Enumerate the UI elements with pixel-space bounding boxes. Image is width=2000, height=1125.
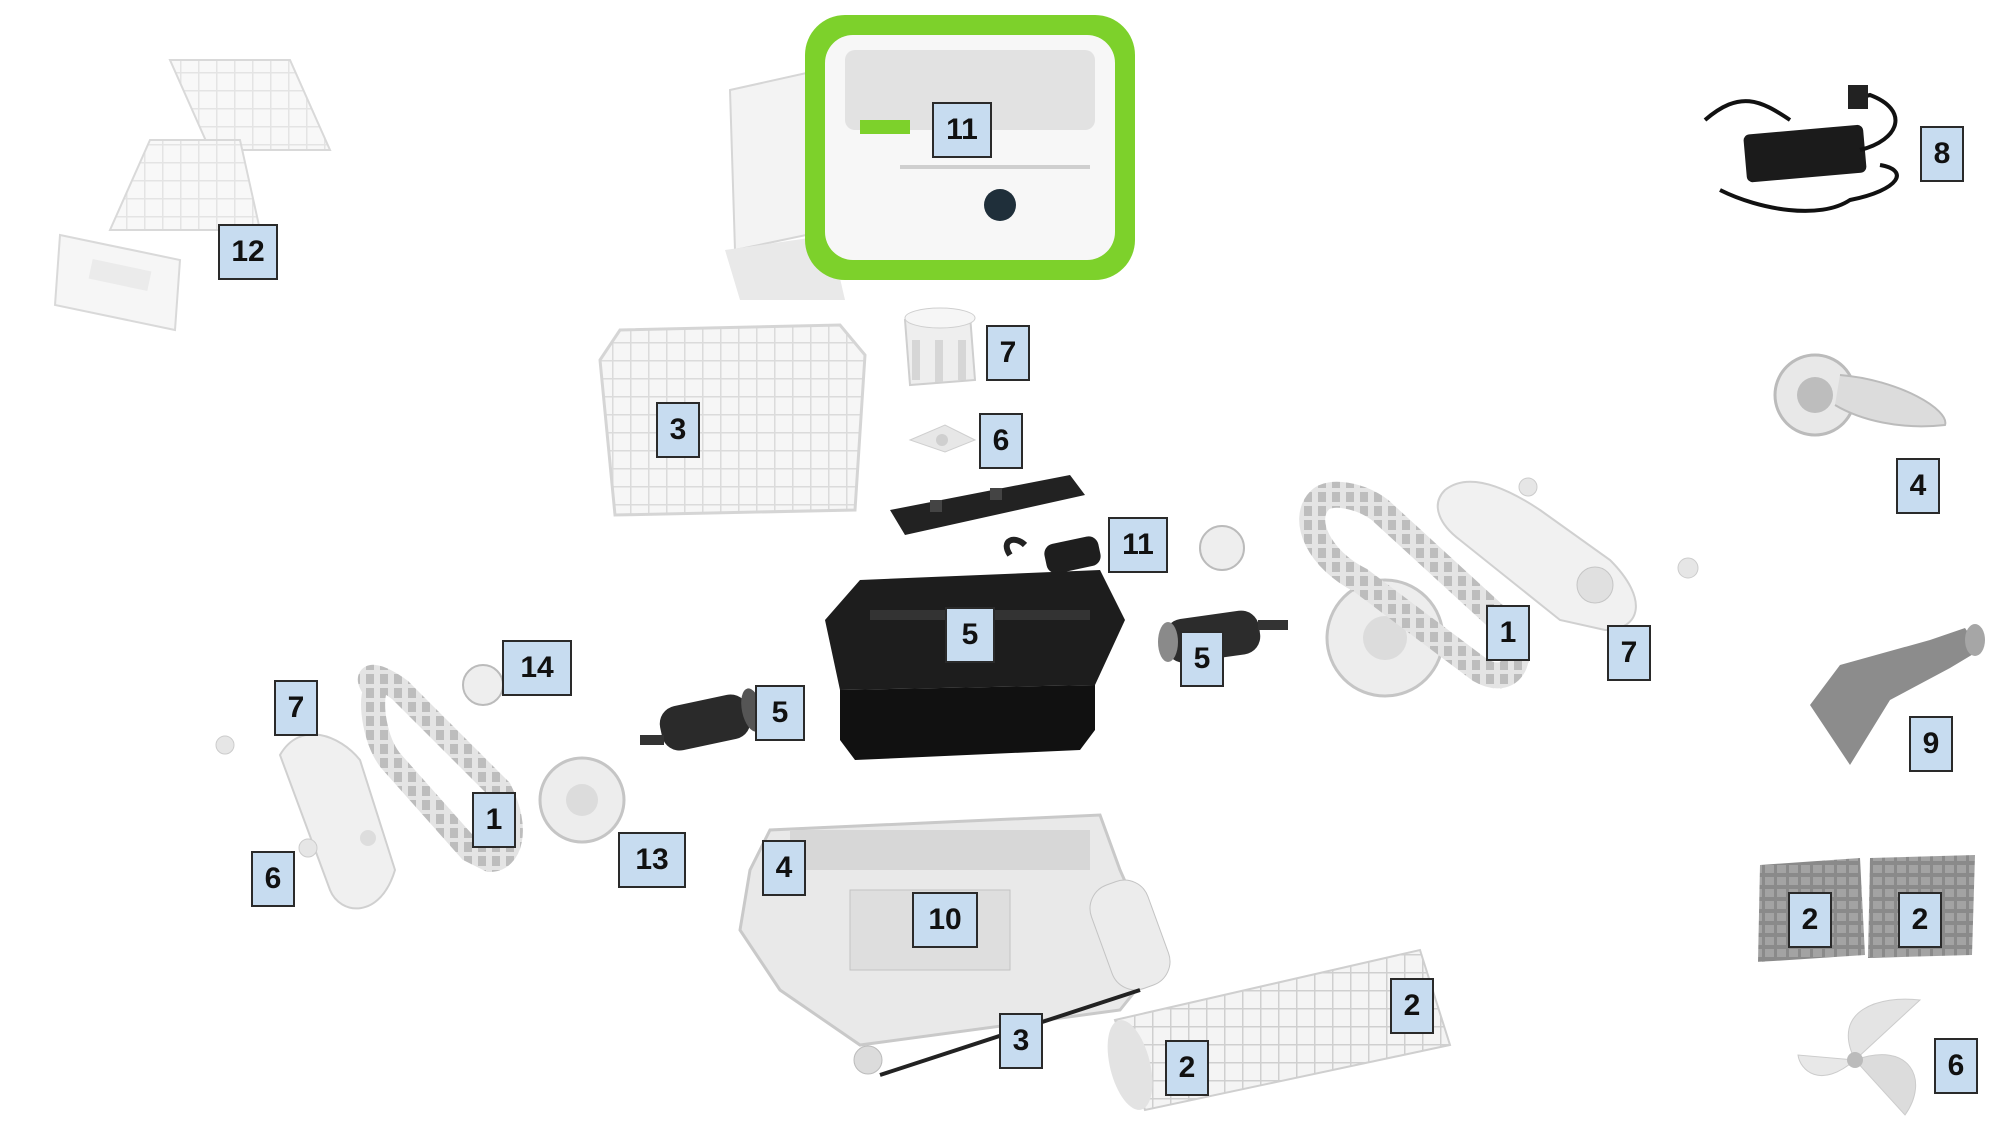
callout-filter-set: 12 <box>218 224 278 280</box>
cable-part <box>1003 536 1101 574</box>
callout-left-side-cover: 7 <box>274 680 318 736</box>
control-board-part <box>890 475 1085 535</box>
callout-swivel: 4 <box>1896 458 1940 514</box>
callout-right-side-cover: 7 <box>1607 625 1651 681</box>
right-drive-assembly <box>1199 477 1699 698</box>
callout-small-wheel: 14 <box>502 640 572 696</box>
docking-station-part <box>725 15 1135 300</box>
propeller-part <box>1797 998 1922 1116</box>
motor-box-part <box>825 570 1125 760</box>
impeller-cup-part <box>903 307 977 387</box>
callout-docking-station: 11 <box>932 102 992 158</box>
callout-left-wheel: 13 <box>618 832 686 888</box>
left-motor-part <box>640 688 763 751</box>
callout-chassis-plate: 10 <box>912 892 978 948</box>
filter-set-part <box>53 59 332 332</box>
handle-part <box>1810 624 1985 765</box>
callout-impeller-cup: 7 <box>986 325 1030 381</box>
callout-left-track: 1 <box>472 792 516 848</box>
callout-brush-roller-1: 2 <box>1390 978 1434 1034</box>
filter-basket-part <box>598 323 867 517</box>
callout-right-motor: 5 <box>1180 631 1224 687</box>
impeller-part <box>908 424 977 453</box>
callout-left-bushing: 6 <box>251 851 295 907</box>
callout-brush-pad-2: 2 <box>1898 892 1942 948</box>
callout-axle: 3 <box>999 1013 1043 1069</box>
callout-chassis: 4 <box>762 840 806 896</box>
callout-basket: 3 <box>656 402 700 458</box>
charger-part <box>1703 85 1899 213</box>
callout-brush-pad-1: 2 <box>1788 892 1832 948</box>
callout-cable: 11 <box>1108 517 1168 573</box>
callout-left-motor: 5 <box>755 685 805 741</box>
callout-charger: 8 <box>1920 126 1964 182</box>
callout-impeller: 6 <box>979 413 1023 469</box>
callout-propeller: 6 <box>1934 1038 1978 1094</box>
callout-brush-roller-2: 2 <box>1165 1040 1209 1096</box>
callout-motor-box: 5 <box>945 607 995 663</box>
callout-handle: 9 <box>1909 716 1953 772</box>
swivel-part <box>1773 353 1947 437</box>
callout-right-track: 1 <box>1486 605 1530 661</box>
